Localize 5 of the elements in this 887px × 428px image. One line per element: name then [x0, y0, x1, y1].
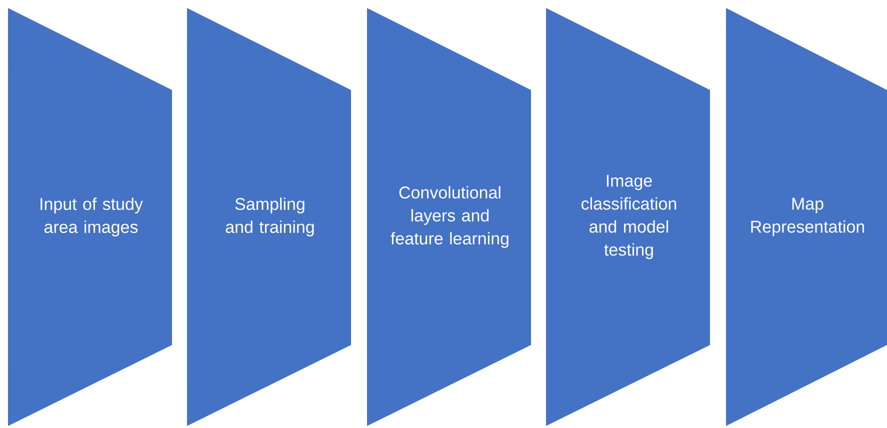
process-step: Input of study area images	[8, 8, 172, 426]
process-step: Sampling and training	[187, 8, 351, 426]
process-step: Map Representation	[726, 8, 887, 426]
process-step: Image classification and model testing	[546, 8, 710, 426]
process-step: Convolutional layers and feature learning	[367, 8, 531, 426]
